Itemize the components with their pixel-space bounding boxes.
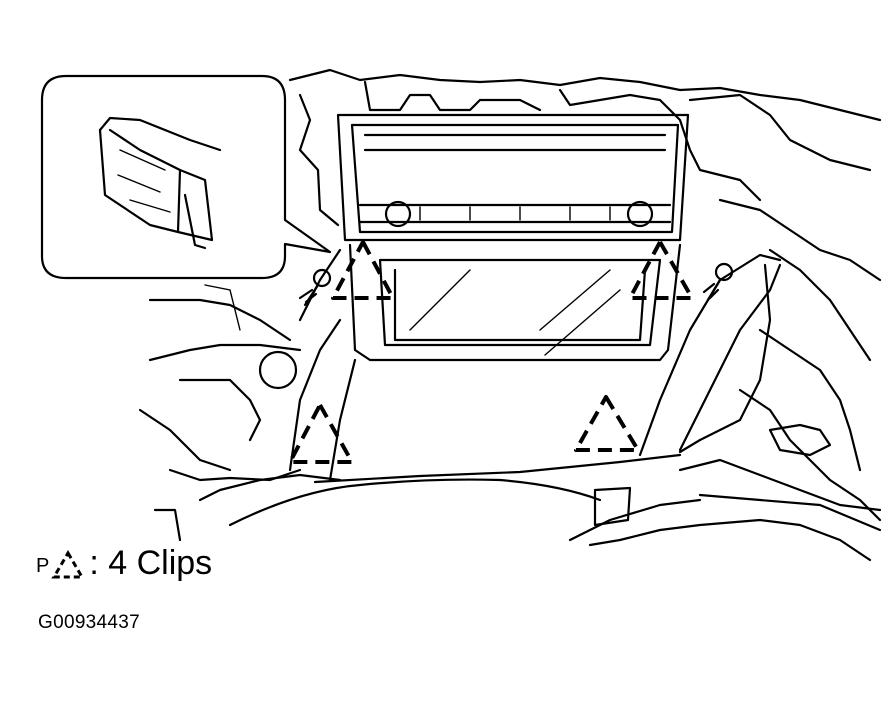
lower-trim-panel xyxy=(288,243,782,484)
clip-marker-upper-right xyxy=(628,240,694,300)
screw-right-icon xyxy=(702,262,734,302)
screw-left-icon xyxy=(298,268,332,307)
legend: P : 4 Clips xyxy=(36,540,212,580)
center-cluster-panel xyxy=(336,113,690,242)
clip-marker-upper-left xyxy=(331,240,395,300)
legend-prefix: P xyxy=(36,555,50,577)
clip-marker-lower-left xyxy=(288,403,354,464)
figure-id: G00934437 xyxy=(38,612,141,633)
dashed-triangle-clip-icon xyxy=(51,550,85,579)
legend-clips-count: : 4 Clips xyxy=(89,544,213,582)
dashboard-structure xyxy=(138,68,882,562)
clip-detail-inset xyxy=(40,74,332,280)
clip-marker-lower-right xyxy=(574,395,640,452)
